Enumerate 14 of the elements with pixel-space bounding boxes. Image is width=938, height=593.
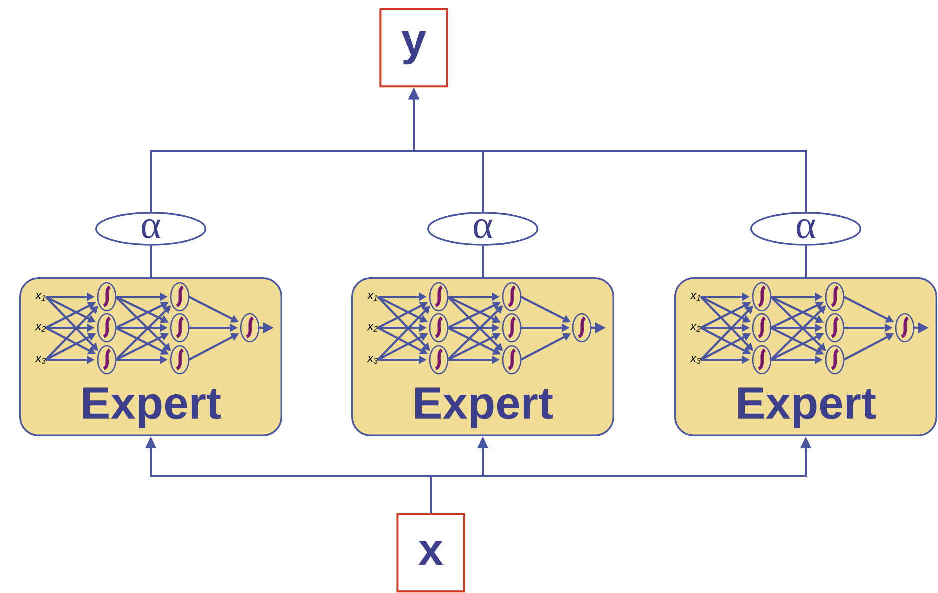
variable-box: y: [380, 8, 448, 88]
input-label: x$_{3}$: [367, 356, 378, 364]
input-label: x$_{2}$: [35, 324, 46, 332]
connector: [150, 246, 152, 278]
connector: [482, 246, 484, 278]
variable-box: x: [396, 513, 466, 593]
input-label: x$_{1}$: [690, 293, 700, 301]
input-label: x$_{2}$: [690, 324, 701, 332]
input-label: x$_{2}$: [367, 324, 378, 332]
input-label: x$_{1}$: [367, 293, 378, 301]
input-label: x$_{3}$: [35, 356, 46, 364]
input-label: x$_{1}$: [35, 293, 46, 301]
connector: [805, 246, 807, 278]
input-label: x$_{3}$: [690, 356, 702, 364]
